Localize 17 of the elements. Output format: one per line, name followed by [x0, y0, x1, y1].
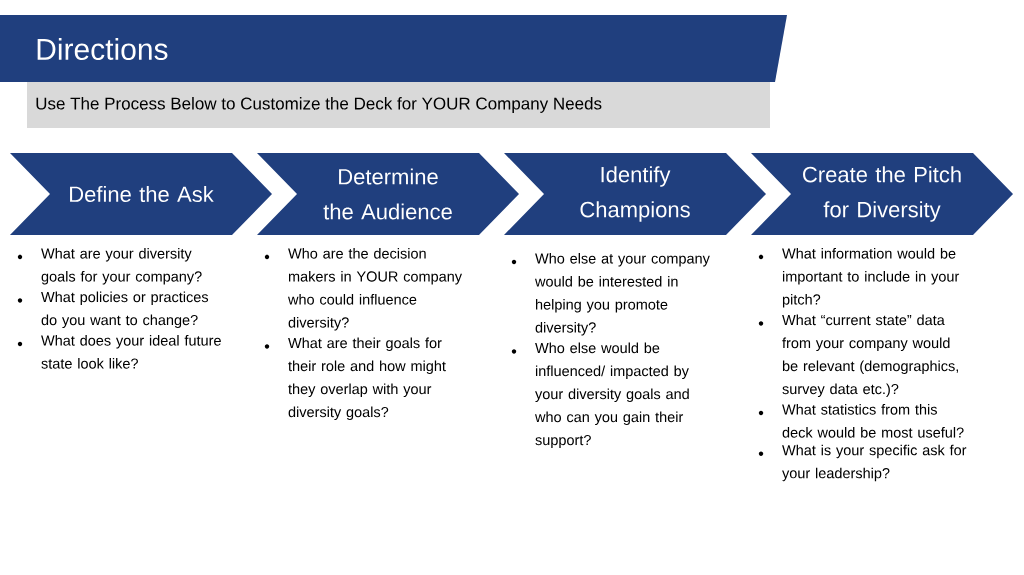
bullet-item: What policies or practices do you want to change?: [17, 291, 209, 329]
bullet-item: What are your diversity goals for your company?: [17, 248, 202, 285]
bullet-item: What information would be important to include in your pitch?: [758, 248, 960, 308]
bullet-item: What does your ideal future state look like?: [17, 335, 221, 369]
chevron-step: Define the Ask: [10, 153, 272, 235]
chevron-step: Create the Pitch for Diversity: [751, 153, 1013, 235]
bullet-item: What is your specific ask for your leadership?: [758, 444, 967, 482]
bullet-item: Who else at your company would be interested in helping you promote diversity?: [511, 253, 710, 336]
title-banner: Directions: [0, 15, 787, 82]
bullet-item: What statistics from this deck would be most useful?: [758, 404, 964, 438]
bullet-item: Who else would be influenced/ impacted by your diversity goals and who can you gain their support?: [511, 342, 689, 449]
subtitle-band: Use The Process Below to Customize the Deck for YOUR Company Needs: [27, 82, 770, 128]
bullet-item: What are their goals for their role and how might they overlap with your diversity goals?: [264, 337, 446, 421]
bullet-item: Who are the decision makers in YOUR company who could influence diversity?: [264, 248, 462, 331]
chevron-step: Determine the Audience: [257, 153, 519, 235]
chevron-step: Identify Champions: [504, 153, 766, 235]
bullet-item: What “current state” data from your company would be relevant (demographics, survey data etc.)?: [758, 314, 958, 398]
